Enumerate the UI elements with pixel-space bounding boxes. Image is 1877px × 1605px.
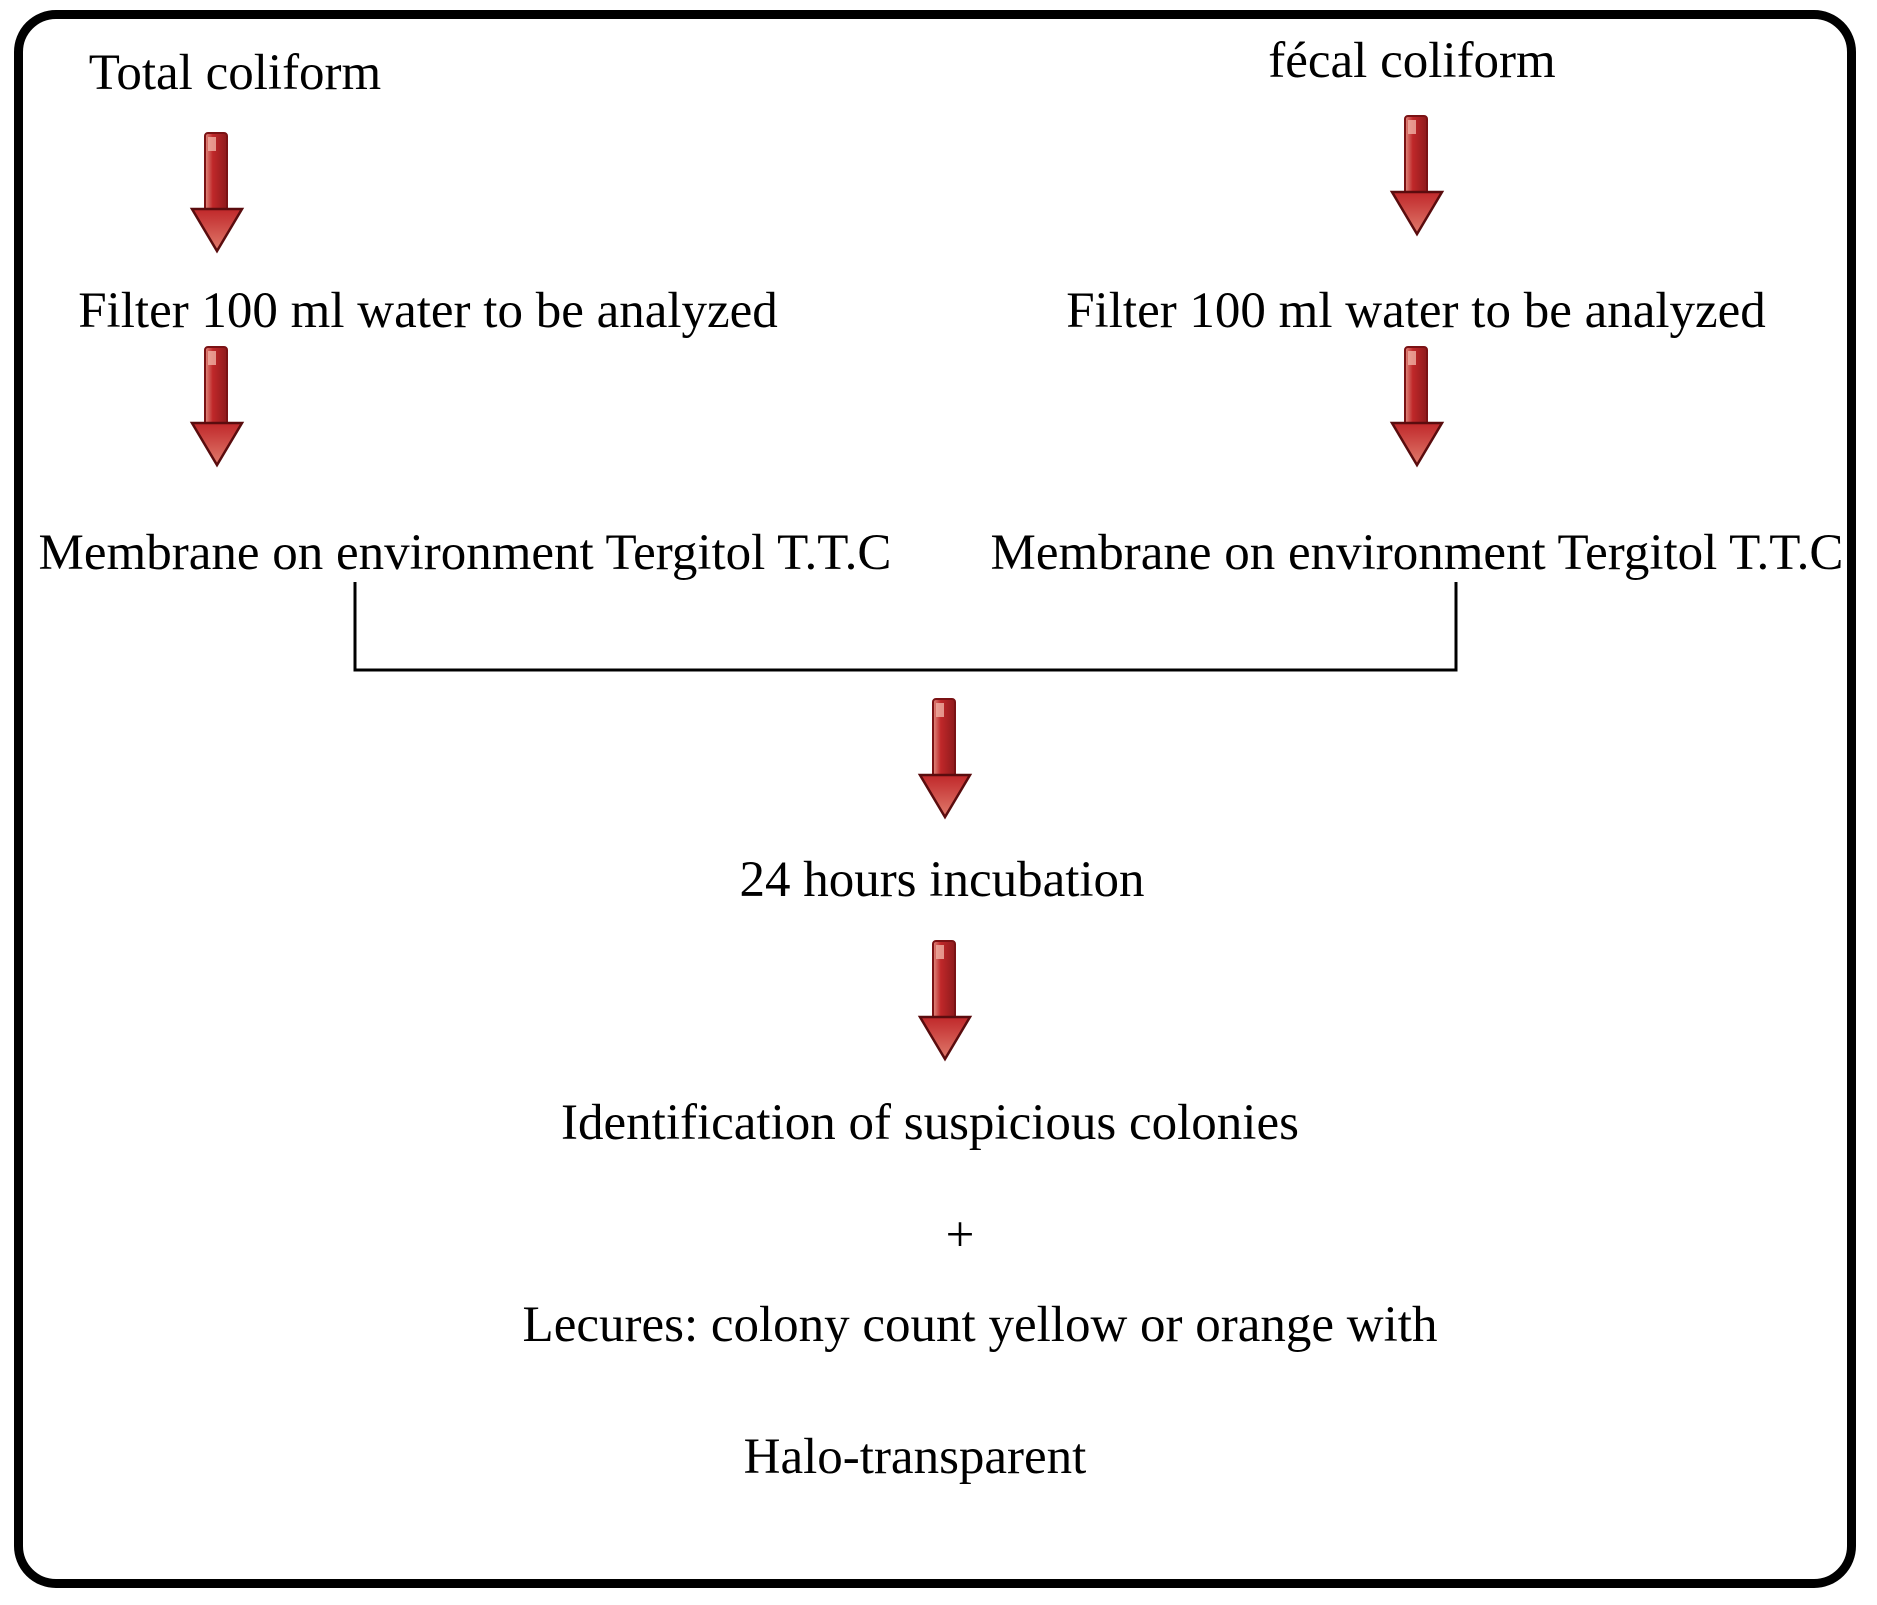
left-membrane-step: Membrane on environment Tergitol T.T.C xyxy=(38,525,892,581)
down-arrow-icon xyxy=(189,345,245,469)
right-membrane-step: Membrane on environment Tergitol T.T.C xyxy=(990,525,1844,581)
left-branch-title: Total coliform xyxy=(88,45,382,101)
left-filter-step: Filter 100 ml water to be analyzed xyxy=(78,283,778,339)
merge-bracket xyxy=(353,582,1458,672)
incubation-step: 24 hours incubation xyxy=(739,852,1145,908)
identification-step: Identification of suspicious colonies xyxy=(561,1095,1299,1151)
down-arrow-icon xyxy=(1389,114,1445,238)
down-arrow-icon xyxy=(917,697,973,821)
reading-line-1: Lecures: colony count yellow or orange w… xyxy=(522,1297,1438,1353)
right-branch-title: fécal coliform xyxy=(1268,33,1556,89)
plus-sign: + xyxy=(945,1207,975,1263)
reading-line-2: Halo-transparent xyxy=(743,1429,1087,1485)
down-arrow-icon xyxy=(917,939,973,1063)
down-arrow-icon xyxy=(1389,345,1445,469)
right-filter-step: Filter 100 ml water to be analyzed xyxy=(1066,283,1766,339)
down-arrow-icon xyxy=(189,131,245,255)
